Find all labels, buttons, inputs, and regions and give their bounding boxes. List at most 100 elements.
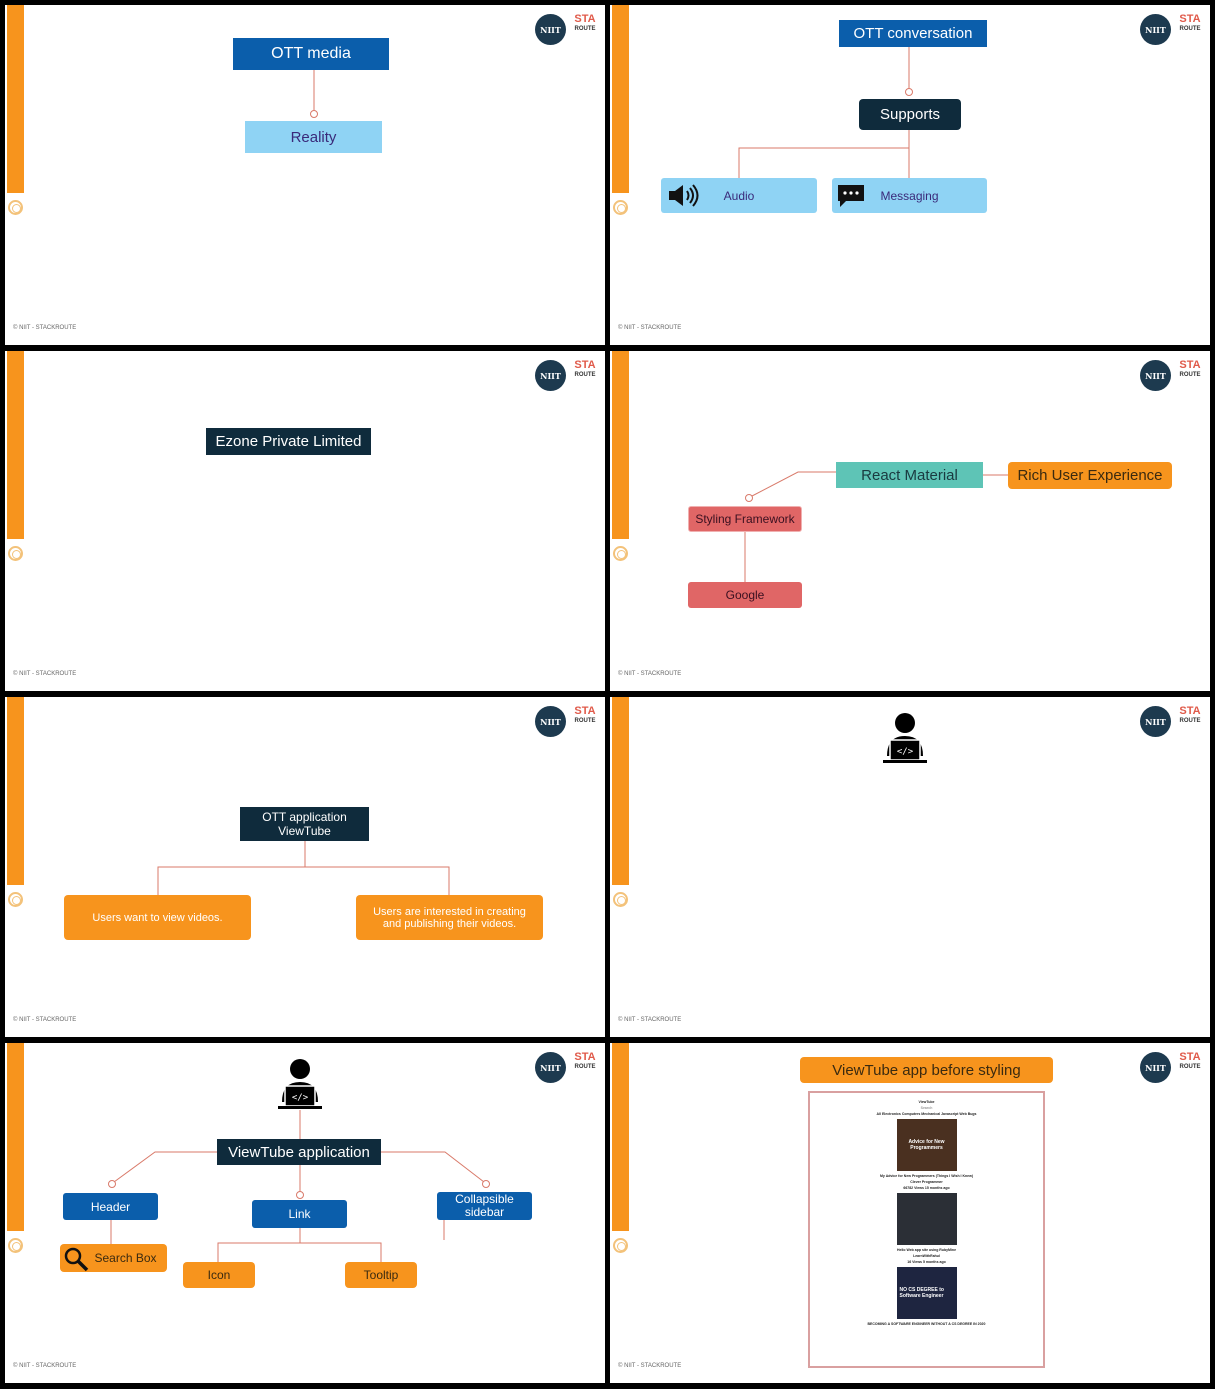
logo-route: ROUTE <box>574 26 596 32</box>
logo-sta: STA <box>574 1051 596 1063</box>
messaging-label: Messaging <box>880 188 939 203</box>
ring-icon <box>8 546 23 561</box>
accent-bar <box>7 1043 24 1231</box>
supports-box: Supports <box>859 99 961 130</box>
link-box: Link <box>252 1200 347 1228</box>
logo-sta: STA <box>574 359 596 371</box>
niit-logo: NIIT <box>1140 706 1171 737</box>
ring-icon <box>613 1238 628 1253</box>
audio-label: Audio <box>723 188 755 203</box>
viewtube-application-box: ViewTube application <box>217 1139 381 1165</box>
accent-bar <box>7 697 24 885</box>
accent-bar <box>612 697 629 885</box>
connectors <box>744 471 1008 582</box>
niit-logo: NIIT <box>1140 1052 1171 1083</box>
video-title: My Advice for New Programmers (Things I … <box>880 1174 973 1178</box>
styling-framework-box: Styling Framework <box>688 506 802 532</box>
niit-logo: NIIT <box>1140 360 1171 391</box>
niit-logo: NIIT <box>535 706 566 737</box>
niit-logo: NIIT <box>535 360 566 391</box>
connectors <box>738 47 913 178</box>
footer: © NIIT - STACKROUTE <box>13 325 77 331</box>
ott-conversation-box: OTT conversation <box>839 20 987 47</box>
svg-text:</>: </> <box>897 747 914 757</box>
accent-bar <box>7 5 24 193</box>
ring-icon <box>613 546 628 561</box>
niit-logo: NIIT <box>535 1052 566 1083</box>
react-material-box: React Material <box>836 462 983 488</box>
header-box: Header <box>63 1193 158 1220</box>
footer: © NIIT - STACKROUTE <box>618 1363 682 1369</box>
ring-icon <box>8 892 23 907</box>
footer: © NIIT - STACKROUTE <box>13 1017 77 1023</box>
search-box-label: Search Box <box>94 1251 157 1265</box>
categories: All Electronics Computers Mechanical Jav… <box>876 1112 977 1116</box>
logo-route: ROUTE <box>574 1064 596 1070</box>
video-meta: 66782 Views 15 months ago <box>903 1186 950 1190</box>
connectors <box>108 1110 490 1262</box>
video-thumbnail <box>896 1193 957 1245</box>
logo-sta: STA <box>574 705 596 717</box>
video-thumbnail: Advice for New Programmers <box>896 1119 957 1171</box>
app-name: ViewTube <box>918 1100 935 1104</box>
collapsible-sidebar-box: Collapsible sidebar <box>437 1192 532 1220</box>
developer-icon: </> <box>278 1059 322 1109</box>
svg-text:</>: </> <box>292 1093 309 1103</box>
video-thumbnail: NO CS DEGREE to Software Engineer <box>896 1267 957 1319</box>
logo-route: ROUTE <box>1179 718 1201 724</box>
ott-media-box: OTT media <box>233 38 389 70</box>
video-title: BECOMING A SOFTWARE ENGINEER WITHOUT A C… <box>867 1322 986 1326</box>
reality-box: Reality <box>245 121 382 153</box>
tooltip-box: Tooltip <box>345 1262 417 1288</box>
video-title: Hello Web app site using RubyMine <box>896 1248 957 1252</box>
video-meta: 16 Views 5 months ago <box>907 1260 946 1264</box>
ezone-box: Ezone Private Limited <box>206 428 371 455</box>
logo-route: ROUTE <box>574 372 596 378</box>
niit-logo: NIIT <box>1140 14 1171 45</box>
logo-sta: STA <box>1179 1051 1201 1063</box>
developer-icon: </> <box>883 713 927 763</box>
logo-sta: STA <box>1179 359 1201 371</box>
ring-icon <box>8 1238 23 1253</box>
footer: © NIIT - STACKROUTE <box>618 671 682 677</box>
logo-sta: STA <box>1179 705 1201 717</box>
ott-application-box: OTT application ViewTube <box>240 807 369 841</box>
accent-bar <box>7 351 24 539</box>
rich-user-experience-box: Rich User Experience <box>1008 462 1172 489</box>
app-screenshot: ViewTube Search All Electronics Computer… <box>808 1091 1045 1368</box>
accent-bar <box>612 351 629 539</box>
footer: © NIIT - STACKROUTE <box>618 325 682 331</box>
ring-icon <box>613 200 628 215</box>
icon-box: Icon <box>183 1262 255 1288</box>
footer: © NIIT - STACKROUTE <box>13 671 77 677</box>
search-box: Search Box <box>60 1244 167 1272</box>
logo-route: ROUTE <box>1179 372 1201 378</box>
video-channel: LearnWithRahul <box>913 1254 940 1258</box>
search-icon <box>64 1247 89 1272</box>
messaging-box: Messaging <box>832 178 987 213</box>
ring-icon <box>8 200 23 215</box>
speaker-icon <box>669 184 699 207</box>
connectors <box>157 841 450 895</box>
